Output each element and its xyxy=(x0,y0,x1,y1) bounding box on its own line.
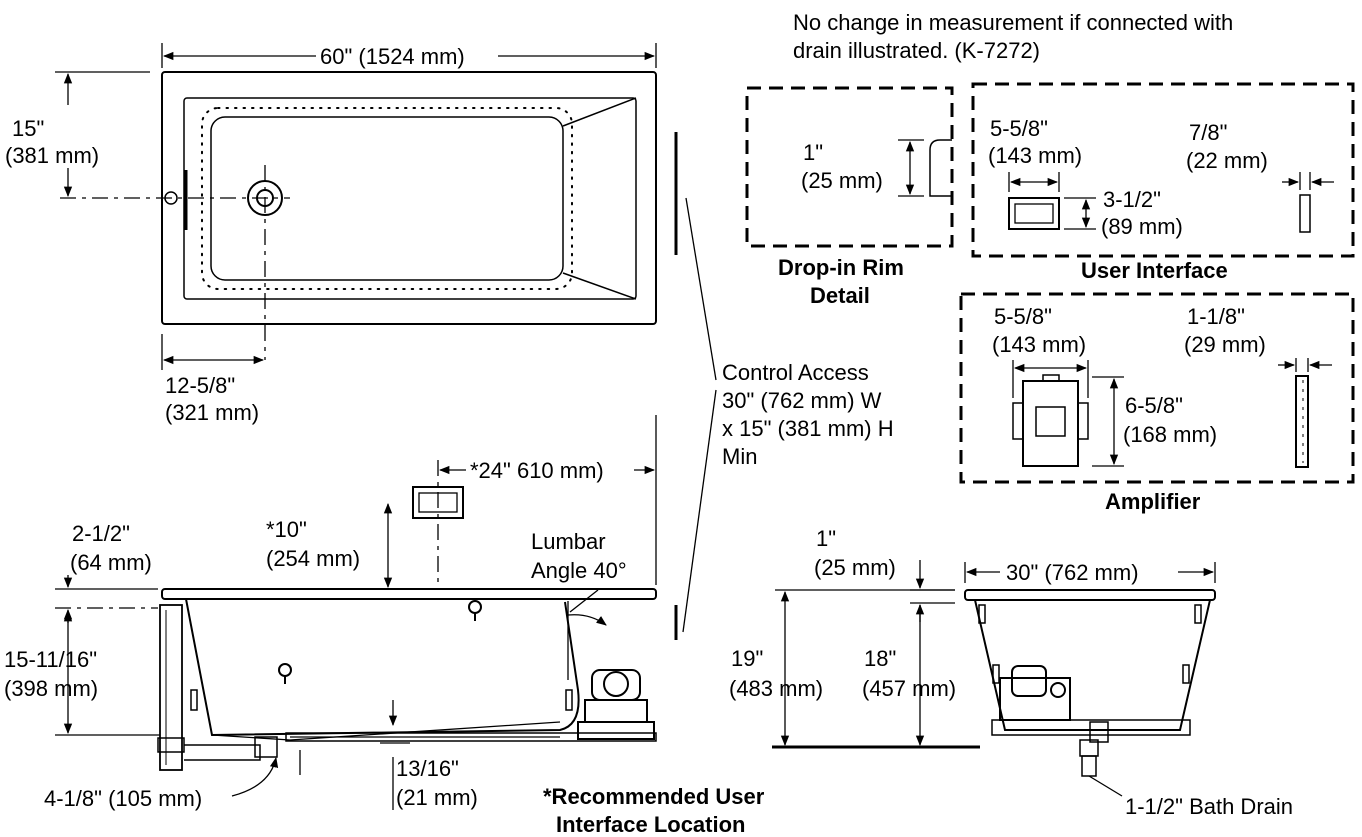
drain-center-mm: (321 mm) xyxy=(165,400,259,425)
amp-width-mm: (143 mm) xyxy=(992,332,1086,357)
ui-height-in-label: *10" xyxy=(266,517,307,542)
rim-detail xyxy=(745,86,954,248)
amp-width-in: 5-5/8" xyxy=(994,304,1052,329)
lumbar-line-1: Lumbar xyxy=(531,529,606,554)
rim-dim-in: 1" xyxy=(803,140,823,165)
lumbar-line-2: Angle 40° xyxy=(531,558,627,583)
end-width-label: 30" (762 mm) xyxy=(1006,560,1139,585)
rim-detail-title-2: Detail xyxy=(810,283,870,308)
end-rim-in: 1" xyxy=(816,526,836,551)
bath-drain-label: 1-1/2" Bath Drain xyxy=(1125,794,1293,819)
depth-in-label: 15-11/16" xyxy=(4,647,97,672)
note-line-1: No change in measurement if connected wi… xyxy=(793,10,1233,35)
end-total-mm: (483 mm) xyxy=(729,676,823,701)
rim-detail-title-1: Drop-in Rim xyxy=(778,255,904,280)
depth-mm-label: (398 mm) xyxy=(4,676,98,701)
floor-mm-label: (21 mm) xyxy=(396,785,478,810)
end-total-in: 19" xyxy=(731,646,763,671)
amp-depth-mm: (29 mm) xyxy=(1184,332,1266,357)
ui-height-mm: (89 mm) xyxy=(1101,214,1183,239)
ui-height-mm-label: (254 mm) xyxy=(266,546,360,571)
end-inner-mm: (457 mm) xyxy=(862,676,956,701)
ui-height-in: 3-1/2" xyxy=(1103,187,1161,212)
amplifier-title: Amplifier xyxy=(1105,489,1201,514)
amplifier-detail xyxy=(959,292,1355,484)
side-view xyxy=(55,415,657,810)
control-access-line-4: Min xyxy=(722,444,757,469)
user-interface-detail xyxy=(971,82,1355,258)
control-access-leaders xyxy=(682,197,717,633)
ui-width-mm: (143 mm) xyxy=(988,143,1082,168)
control-access-line-3: x 15" (381 mm) H xyxy=(722,416,894,441)
amp-depth-in: 1-1/8" xyxy=(1187,304,1245,329)
drain-center-in: 12-5/8" xyxy=(165,373,235,398)
rim-height-mm: (64 mm) xyxy=(70,550,152,575)
control-access-line-1: Control Access xyxy=(722,360,869,385)
user-interface-title: User Interface xyxy=(1081,258,1228,283)
drain-height-label: 4-1/8" (105 mm) xyxy=(44,786,202,811)
drain-offset-in: 15" xyxy=(12,116,44,141)
rim-height-in: 2-1/2" xyxy=(72,521,130,546)
amp-height-mm: (168 mm) xyxy=(1123,422,1217,447)
end-rim-mm: (25 mm) xyxy=(814,555,896,580)
amp-height-in: 6-5/8" xyxy=(1125,393,1183,418)
floor-in-label: 13/16" xyxy=(396,756,459,781)
top-view xyxy=(55,43,657,370)
note-line-2: drain illustrated. (K-7272) xyxy=(793,38,1040,63)
ui-offset-label: *24" 610 mm) xyxy=(470,458,604,483)
end-view xyxy=(772,560,1216,797)
control-access-line-2: 30" (762 mm) W xyxy=(722,388,882,413)
rim-dim-mm: (25 mm) xyxy=(801,168,883,193)
tub-length-label: 60" (1524 mm) xyxy=(320,44,465,69)
recommended-line-1: *Recommended User xyxy=(543,784,765,809)
ui-width-in: 5-5/8" xyxy=(990,116,1048,141)
drain-offset-mm: (381 mm) xyxy=(5,143,99,168)
recommended-line-2: Interface Location xyxy=(556,812,745,837)
end-inner-in: 18" xyxy=(864,646,896,671)
ui-depth-mm: (22 mm) xyxy=(1186,148,1268,173)
ui-depth-in: 7/8" xyxy=(1189,120,1227,145)
